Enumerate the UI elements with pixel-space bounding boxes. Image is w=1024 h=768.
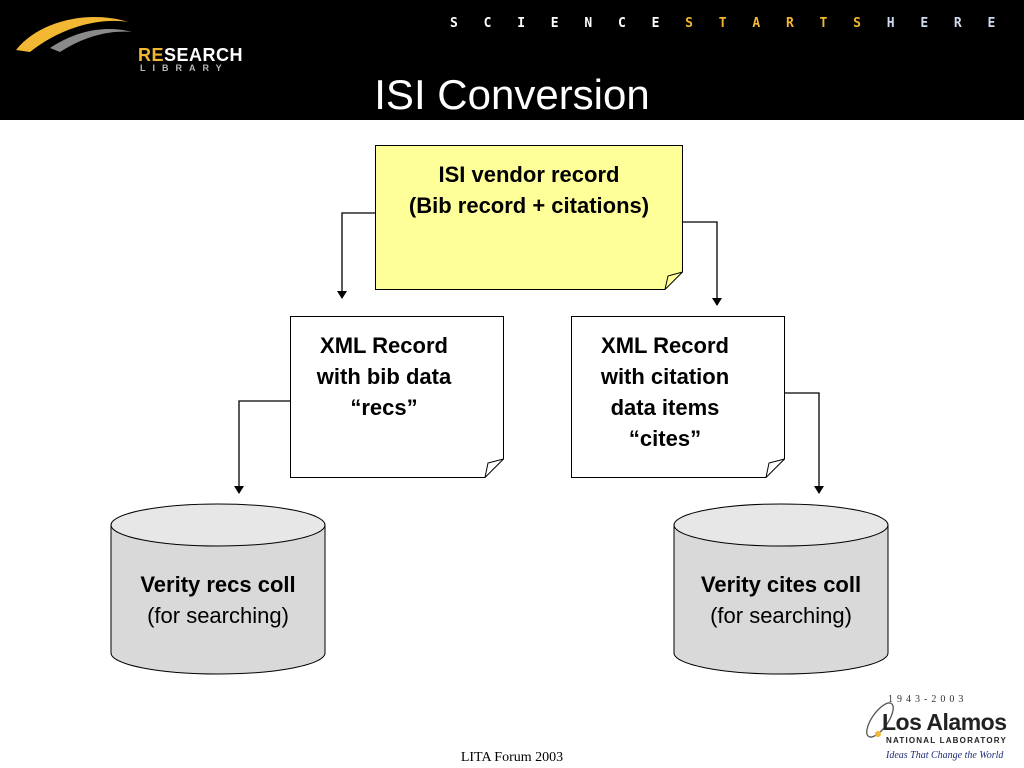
verity-recs-cylinder: Verity recs coll (for searching) <box>110 503 326 675</box>
xml-cites-line2: with citation <box>600 364 730 389</box>
tagline-letter: T <box>718 16 727 31</box>
verity-cites-sub: (for searching) <box>710 603 852 628</box>
logo-search: SEARCH <box>164 45 244 65</box>
tagline-letter: E <box>920 16 929 31</box>
xml-cites-note: XML Record with citation data items “cit… <box>571 316 785 478</box>
isi-vendor-record-note: ISI vendor record (Bib record + citation… <box>375 145 683 290</box>
verity-recs-sub: (for searching) <box>147 603 289 628</box>
footer-text: LITA Forum 2003 <box>460 750 564 765</box>
xml-recs-line3: “recs” <box>350 395 418 420</box>
tagline-letter: E <box>550 16 559 31</box>
tagline-letter: H <box>886 16 895 31</box>
xml-recs-note: XML Record with bib data “recs” <box>290 316 504 478</box>
logo-library: LIBRARY <box>140 63 229 73</box>
tagline-letter: S <box>685 16 693 31</box>
arrow-vendor-to-cites <box>683 221 722 306</box>
tagline-letter: S <box>853 16 861 31</box>
arrow-recs-to-verity <box>234 400 290 494</box>
lanl-name: Los Alamos <box>882 709 1007 735</box>
tagline-letter: C <box>617 16 626 31</box>
atom-orbit-icon <box>866 702 894 738</box>
xml-recs-line2: with bib data <box>316 364 452 389</box>
lanl-subtitle: NATIONAL LABORATORY <box>886 736 1008 745</box>
xml-cites-line1: XML Record <box>601 333 729 358</box>
tagline-letter: A <box>752 16 761 31</box>
lanl-tagline: Ideas That Change the World <box>886 750 1004 761</box>
xml-cites-line4: “cites” <box>628 426 702 451</box>
los-alamos-logo: 1943-2003 Los Alamos NATIONAL LABORATORY… <box>858 694 1018 766</box>
tagline-letter: E <box>651 16 660 31</box>
tagline-letter: C <box>483 16 492 31</box>
xml-cites-line3: data items <box>610 395 720 420</box>
vendor-record-line2: (Bib record + citations) <box>408 193 650 218</box>
xml-recs-line1: XML Record <box>320 333 448 358</box>
logo-swoosh-icon <box>16 17 132 52</box>
lanl-years: 1943-2003 <box>888 694 968 705</box>
logo-re: RE <box>138 45 165 65</box>
arrow-cites-to-verity <box>785 392 824 494</box>
verity-recs-title: Verity recs coll <box>140 572 296 597</box>
tagline-letter: E <box>987 16 996 31</box>
tagline-letter: I <box>517 16 526 31</box>
tagline-letter: T <box>819 16 828 31</box>
vendor-record-line1: ISI vendor record <box>438 162 620 187</box>
slide-title: ISI Conversion <box>374 71 650 118</box>
arrow-vendor-to-recs <box>337 212 376 299</box>
verity-cites-cylinder: Verity cites coll (for searching) <box>673 503 889 675</box>
tagline-letter: S <box>450 16 458 31</box>
verity-cites-title: Verity cites coll <box>700 572 862 597</box>
tagline-letter: R <box>785 16 794 31</box>
tagline-letter: N <box>584 16 593 31</box>
research-library-logo: RESEARCH LIBRARY <box>10 8 270 73</box>
tagline-letter: R <box>953 16 962 31</box>
